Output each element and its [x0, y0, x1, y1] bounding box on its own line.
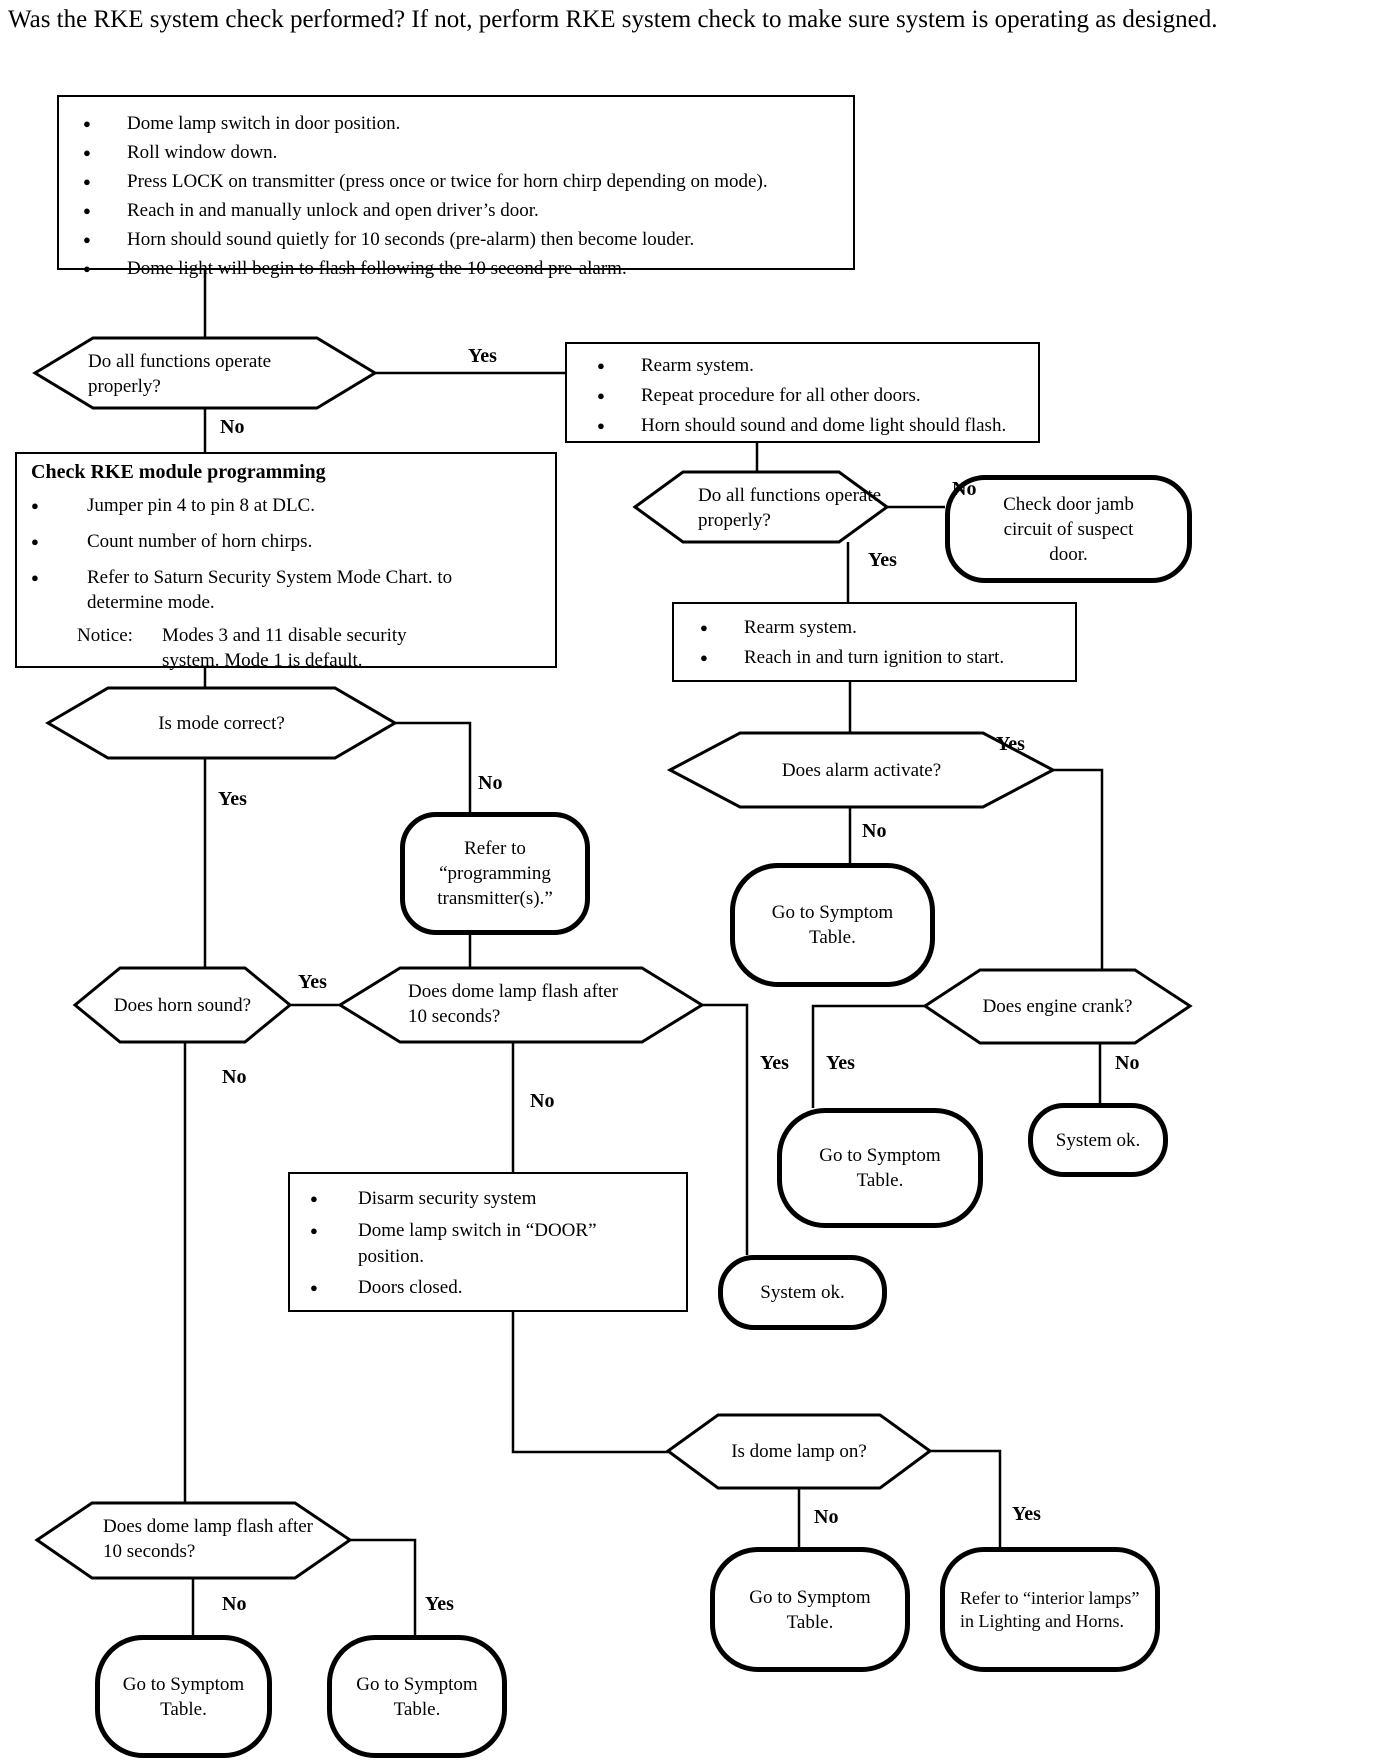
decision-horn-sound: Does horn sound?: [113, 995, 252, 1016]
step: Rearm system.: [744, 617, 857, 638]
goto-symptom-table-terminal: Go to Symptom Table.: [777, 1108, 983, 1228]
step: Refer to Saturn Security System Mode Cha…: [87, 567, 453, 613]
decision-mode-correct: Is mode correct?: [158, 713, 285, 734]
terminal-text: Go to Symptom Table.: [819, 1145, 941, 1191]
branch-label-no: No: [222, 1593, 247, 1615]
terminal-text: Go to Symptom Table.: [749, 1586, 871, 1633]
branch-label-no: No: [222, 1066, 247, 1088]
branch-label-yes: Yes: [868, 549, 897, 571]
terminal-text: Refer to “interior lamps” in Lighting an…: [960, 1587, 1140, 1631]
terminal-text: Refer to “programming transmitter(s).”: [437, 838, 553, 909]
branch-label-no: No: [478, 772, 503, 794]
decision-engine-crank: Does engine crank?: [982, 996, 1133, 1017]
decision-dome-lamp-on: Is dome lamp on?: [731, 1441, 867, 1462]
branch-label-no: No: [220, 416, 245, 438]
branch-label-no: No: [530, 1090, 555, 1112]
decision-all-functions-1: Do all functions operate properly?: [88, 351, 272, 397]
decision-all-functions-2: Do all functions operate properly?: [698, 485, 882, 531]
step: Dome lamp switch in “DOOR” position.: [358, 1220, 597, 1267]
procedure-step: Dome light will begin to flash following…: [127, 258, 627, 279]
terminal-text: Go to Symptom Table.: [356, 1673, 478, 1720]
branch-label-yes: Yes: [468, 345, 497, 367]
page-title: Was the RKE system check performed? If n…: [8, 6, 1218, 33]
check-door-jamb-terminal: Check door jamb circuit of suspect door.: [945, 475, 1192, 583]
terminal-text: Go to Symptom Table.: [122, 1673, 245, 1720]
branch-label-yes: Yes: [760, 1052, 789, 1074]
check-rke-programming-box: Check RKE module programming Jumper pin …: [15, 452, 557, 671]
goto-symptom-table-terminal: Go to Symptom Table.: [327, 1635, 507, 1758]
notice-label: Notice:: [77, 625, 133, 646]
connector: [511, 1312, 668, 1454]
rearm-ignition-box: Rearm system. Reach in and turn ignition…: [672, 602, 1077, 682]
goto-symptom-table-terminal: Go to Symptom Table.: [95, 1635, 272, 1758]
branch-label-yes: Yes: [218, 788, 247, 810]
connector-yes: [1053, 768, 1104, 970]
decision-alarm-activate: Does alarm activate?: [781, 760, 942, 781]
branch-label-no: No: [952, 478, 977, 500]
branch-label-yes: Yes: [425, 1593, 454, 1615]
connector-yes: [350, 1538, 417, 1635]
branch-label-yes: Yes: [826, 1052, 855, 1074]
connector-yes: [811, 1004, 925, 1108]
goto-symptom-table-terminal: Go to Symptom Table.: [710, 1547, 910, 1672]
branch-label-no: No: [1115, 1052, 1140, 1074]
connector-yes: [702, 1003, 749, 1255]
disarm-system-box: Disarm security system Dome lamp switch …: [288, 1172, 688, 1312]
notice-row: Notice: Modes 3 and 11 disable security …: [77, 623, 547, 673]
branch-label-no: No: [862, 820, 887, 842]
procedure-step: Dome lamp switch in door position.: [127, 113, 401, 134]
box-title: Check RKE module programming: [31, 461, 326, 483]
branch-label-no: No: [814, 1506, 839, 1528]
step: Reach in and turn ignition to start.: [744, 647, 1005, 668]
hexagon-q-engine-crank: [922, 968, 1193, 1045]
procedure-step: Roll window down.: [127, 142, 278, 163]
branch-label-yes: Yes: [298, 971, 327, 993]
step: Count number of horn chirps.: [87, 531, 313, 552]
rke-check-procedure-box: Dome lamp switch in door position. Roll …: [57, 95, 855, 279]
terminal-text: Go to Symptom Table.: [771, 902, 894, 948]
step: Jumper pin 4 to pin 8 at DLC.: [87, 495, 315, 516]
connector-yes: [930, 1449, 1002, 1547]
branch-label-yes: Yes: [1012, 1503, 1041, 1525]
refer-interior-lamps-terminal: Refer to “interior lamps” in Lighting an…: [940, 1547, 1160, 1672]
step: Repeat procedure for all other doors.: [641, 385, 921, 406]
step: Doors closed.: [358, 1277, 463, 1298]
procedure-step: Press LOCK on transmitter (press once or…: [127, 171, 768, 192]
connector-no: [395, 721, 472, 812]
step: Rearm system.: [641, 355, 754, 376]
step: Horn should sound and dome light should …: [641, 415, 1007, 436]
procedure-step: Horn should sound quietly for 10 seconds…: [127, 229, 695, 250]
procedure-step: Reach in and manually unlock and open dr…: [127, 200, 539, 221]
terminal-text: System ok.: [760, 1282, 845, 1303]
refer-programming-terminal: Refer to “programming transmitter(s).”: [400, 812, 590, 935]
rearm-all-doors-box: Rearm system. Repeat procedure for all o…: [565, 342, 1040, 443]
goto-symptom-table-terminal: Go to Symptom Table.: [730, 863, 935, 987]
step: Disarm security system: [358, 1188, 537, 1209]
system-ok-terminal: System ok.: [1028, 1103, 1168, 1177]
notice-text: Modes 3 and 11 disable security system. …: [162, 625, 407, 671]
decision-dome-flash-2: Does dome lamp flash after 10 seconds?: [103, 1516, 313, 1562]
branch-label-yes: Yes: [996, 733, 1025, 755]
terminal-text: Check door jamb circuit of suspect door.: [1003, 493, 1134, 565]
decision-dome-flash-1: Does dome lamp flash after 10 seconds?: [408, 981, 618, 1027]
system-ok-terminal: System ok.: [718, 1255, 887, 1330]
terminal-text: System ok.: [1055, 1129, 1141, 1151]
